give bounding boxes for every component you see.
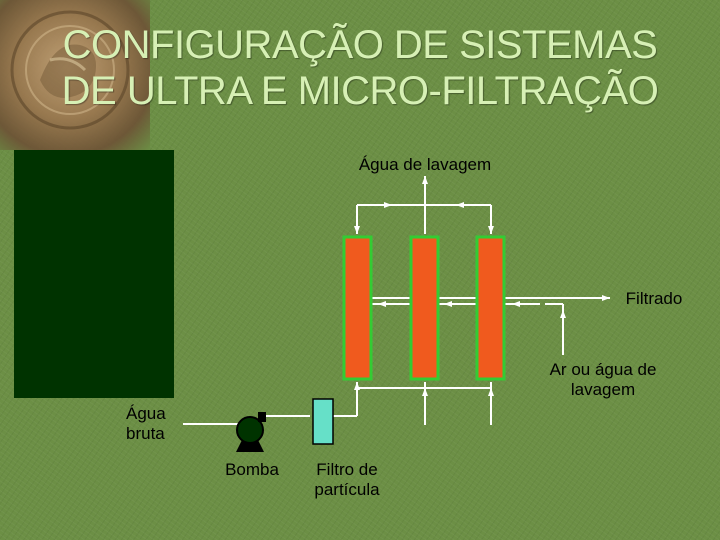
label-particle-filter-line2: partícula — [314, 480, 380, 499]
label-air-or-wash-line1: Ar ou água de — [549, 360, 657, 379]
label-wash-water: Água de lavagem — [358, 155, 492, 174]
label-air-or-wash-line2: lavagem — [570, 380, 636, 399]
label-raw-water-line2: bruta — [126, 424, 165, 443]
dark-panel — [14, 150, 174, 398]
membrane-module-2 — [409, 235, 440, 381]
membrane-module-3 — [475, 235, 506, 381]
filtrate-lines — [372, 295, 610, 307]
title-line-2: DE ULTRA E MICRO-FILTRAÇÃO — [61, 69, 659, 113]
label-particle-filter-line1: Filtro de — [316, 460, 378, 479]
particle-filter — [312, 398, 334, 445]
pump-icon — [236, 412, 266, 452]
slide-title: CONFIGURAÇÃO DE SISTEMAS DE ULTRA E MICR… — [20, 22, 700, 114]
title-line-1: CONFIGURAÇÃO DE SISTEMAS — [62, 23, 658, 67]
feed-manifold — [183, 382, 494, 425]
label-particle-filter: Filtro de partícula — [292, 460, 402, 500]
label-air-or-wash: Ar ou água de lavagem — [528, 360, 678, 400]
seal-logo — [0, 0, 150, 150]
label-pump: Bomba — [225, 460, 279, 479]
air-wash-line — [545, 303, 566, 355]
label-raw-water-line1: Água — [126, 404, 166, 423]
label-filtrate: Filtrado — [625, 289, 683, 308]
label-raw-water: Água bruta — [126, 404, 188, 444]
wash-water-manifold — [354, 176, 494, 234]
membrane-module-1 — [342, 235, 373, 381]
